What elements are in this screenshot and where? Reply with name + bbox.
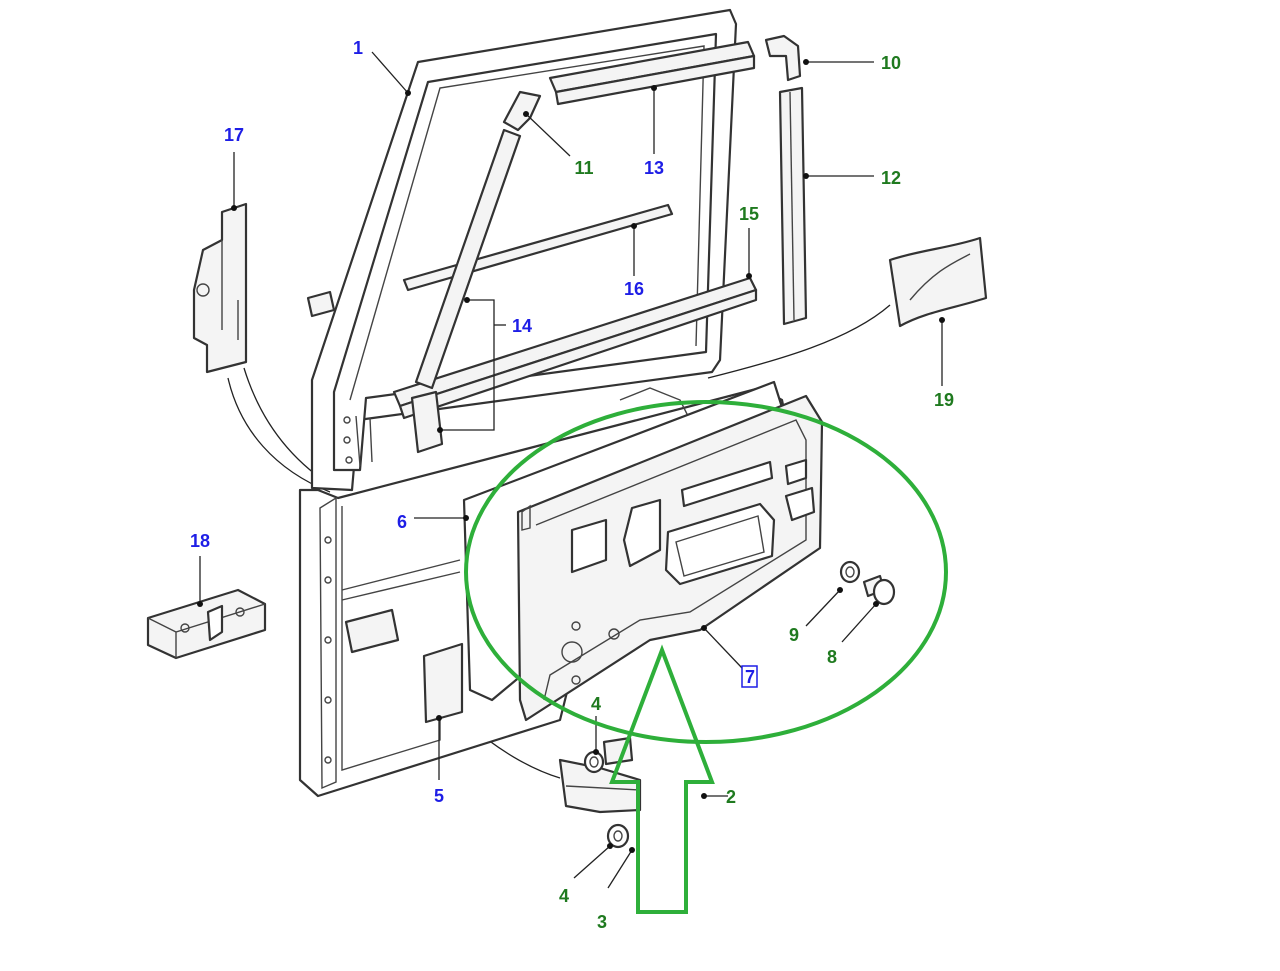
callout-11: 11 xyxy=(574,158,593,178)
bracket-part-17 xyxy=(192,202,248,374)
bolt-part-8 xyxy=(862,574,896,606)
highlight-arrow xyxy=(609,644,715,914)
trim-part-19 xyxy=(888,236,988,328)
callout-14: 14 xyxy=(512,316,532,336)
callout-labels: 1 2 3 4 4 5 6 7 8 9 10 11 12 13 14 15 16… xyxy=(190,38,954,932)
highlight-annotation xyxy=(464,400,948,914)
callout-10: 10 xyxy=(881,53,901,73)
top-channel-part-13 xyxy=(548,40,756,106)
hinge-plate-left xyxy=(344,608,400,654)
bracket-part-18 xyxy=(146,588,267,660)
callout-4-upper: 4 xyxy=(591,694,601,714)
callout-7-highlight-box xyxy=(741,665,758,688)
callout-5: 5 xyxy=(434,786,444,806)
pad-part-5 xyxy=(422,642,464,724)
callout-1: 1 xyxy=(353,38,363,58)
hinge-part-2 xyxy=(558,736,642,814)
callout-7: 7 xyxy=(745,667,755,687)
callout-16: 16 xyxy=(624,279,644,299)
glass-channel-part-15 xyxy=(392,276,758,420)
callout-18: 18 xyxy=(190,531,210,551)
vertical-channel-part-12 xyxy=(778,86,808,326)
callout-12: 12 xyxy=(881,168,901,188)
callout-8: 8 xyxy=(827,647,837,667)
callout-4-lower: 4 xyxy=(559,886,569,906)
callout-6: 6 xyxy=(397,512,407,532)
trim-panel-part-7 xyxy=(516,394,824,722)
washer-part-9 xyxy=(839,560,861,584)
callout-19: 19 xyxy=(934,390,954,410)
seal-part-14 xyxy=(410,128,522,454)
washer-part-4-lower xyxy=(606,823,630,849)
callout-3: 3 xyxy=(597,912,607,932)
elbow-part-10 xyxy=(764,34,802,82)
corner-piece-part-11 xyxy=(502,90,542,132)
callout-15: 15 xyxy=(739,204,759,224)
callout-17: 17 xyxy=(224,125,244,145)
washer-part-4-upper xyxy=(583,750,605,774)
leader-lines xyxy=(197,51,945,889)
callout-2: 2 xyxy=(726,787,736,807)
callout-9: 9 xyxy=(789,625,799,645)
callout-13: 13 xyxy=(644,158,664,178)
highlight-ellipse xyxy=(464,400,948,744)
